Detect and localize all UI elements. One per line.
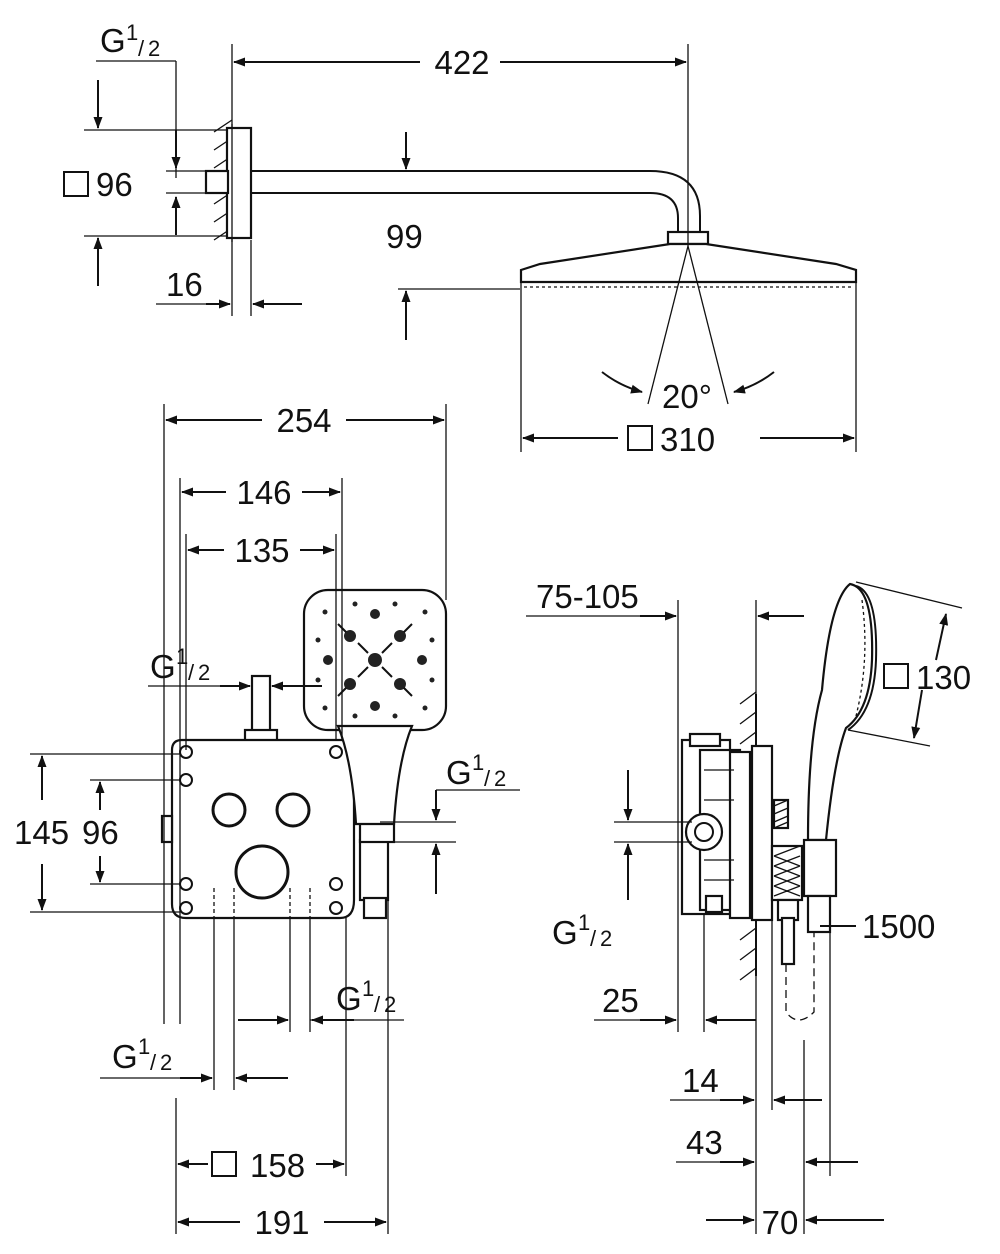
spray-nozzles xyxy=(315,601,435,719)
svg-text:/: / xyxy=(374,992,381,1017)
dim-43: 43 xyxy=(686,1124,723,1161)
svg-text:2: 2 xyxy=(160,1050,172,1075)
svg-text:/: / xyxy=(590,926,597,951)
mixer-front-view xyxy=(160,588,448,920)
svg-text:2: 2 xyxy=(600,926,612,951)
dim-310: 310 xyxy=(660,421,715,458)
dim-1500: 1500 xyxy=(862,908,935,945)
thread-label-bottom-right: G xyxy=(336,980,362,1017)
svg-text:2: 2 xyxy=(148,36,160,61)
svg-text:2: 2 xyxy=(198,660,210,685)
dim-422: 422 xyxy=(434,44,489,81)
dim-254: 254 xyxy=(276,402,331,439)
svg-text:/: / xyxy=(150,1050,157,1075)
square-symbol-icon xyxy=(627,425,653,451)
thread-label-inlet: G xyxy=(150,648,176,685)
dim-25: 25 xyxy=(602,982,639,1019)
thread-label-bottom-left: G xyxy=(112,1038,138,1075)
dim-20-degrees: 20° xyxy=(662,378,712,415)
svg-text:1: 1 xyxy=(176,644,188,669)
dim-191: 191 xyxy=(254,1204,309,1241)
square-symbol-icon xyxy=(883,663,909,689)
svg-text:1: 1 xyxy=(138,1034,150,1059)
dim-145: 145 xyxy=(14,814,69,851)
side-view xyxy=(680,582,878,1021)
svg-text:1: 1 xyxy=(578,910,590,935)
svg-text:/: / xyxy=(188,660,195,685)
dim-70: 70 xyxy=(762,1204,799,1241)
dim-14: 14 xyxy=(682,1062,719,1099)
square-symbol-icon xyxy=(63,171,89,197)
dim-158: 158 xyxy=(250,1147,305,1184)
thread-label-outlet: G xyxy=(446,754,472,791)
thread-label-side: G xyxy=(552,914,578,951)
dim-96-box: 96 xyxy=(82,814,119,851)
svg-text:/: / xyxy=(138,36,145,61)
side-dimensions: 75-105 130 G 1 / 2 1500 25 14 xyxy=(526,578,971,1241)
svg-text:2: 2 xyxy=(494,766,506,791)
svg-text:/: / xyxy=(484,766,491,791)
dim-130: 130 xyxy=(916,659,971,696)
shower-arm-view xyxy=(204,119,858,405)
dim-16: 16 xyxy=(166,266,203,303)
top-dimensions: 422 G 1 / 2 96 16 99 20° xyxy=(63,20,857,458)
svg-text:1: 1 xyxy=(472,750,484,775)
dim-135: 135 xyxy=(234,532,289,569)
front-dimensions: 254 146 135 G 1 / 2 145 96 G 1 xyxy=(14,402,520,1241)
square-symbol-icon xyxy=(211,1151,237,1177)
thread-label-top: G xyxy=(100,22,126,59)
svg-text:2: 2 xyxy=(384,992,396,1017)
svg-text:1: 1 xyxy=(126,20,138,45)
dim-99: 99 xyxy=(386,218,423,255)
svg-text:1: 1 xyxy=(362,976,374,1001)
dim-96-flange: 96 xyxy=(96,166,133,203)
dim-146: 146 xyxy=(236,474,291,511)
dim-75-105: 75-105 xyxy=(536,578,639,615)
